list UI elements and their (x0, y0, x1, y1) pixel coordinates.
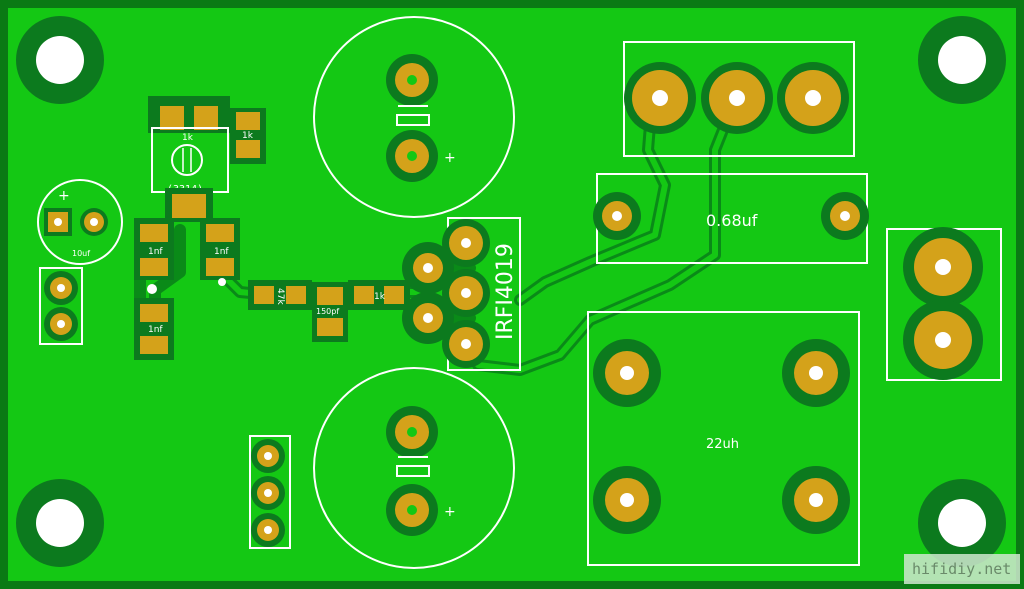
cap-150pf: 150pf (312, 282, 348, 342)
watermark-box (904, 554, 1020, 584)
cap-top-plus: + (444, 150, 456, 166)
mosfet-irfi4019: IRFI4019 (402, 217, 521, 371)
resistor-47k: 47k (248, 280, 312, 310)
trimmer-3314: 1k (3314) (148, 96, 230, 222)
cap-1nf-c: 1nf (134, 298, 174, 360)
resistor-1k-gate-label: 1k (374, 292, 386, 302)
cap-10uf: + 10uf (37, 179, 123, 265)
cap-150pf-label: 150pf (316, 307, 339, 316)
mounting-holes (16, 16, 1006, 567)
resistor-1k-side: 1k (230, 108, 266, 164)
terminal-2pin (886, 227, 1002, 381)
electrolytic-cap-bottom: + (313, 367, 515, 569)
watermark: hifidiy.net (912, 560, 1011, 578)
cap-1nf-a-label: 1nf (148, 247, 163, 257)
film-cap-068uf: 0.68uf (593, 173, 869, 264)
electrolytic-cap-top: + (313, 16, 515, 218)
cap-1nf-b: 1nf (200, 218, 240, 280)
trimmer-1k-label: 1k (182, 133, 194, 143)
cap-10uf-label: 10uf (72, 249, 90, 258)
inductor-22uh: 22uh (587, 311, 860, 566)
terminal-3pin (623, 41, 855, 157)
header-3pin-bottom (249, 435, 291, 549)
cap-1nf-c-label: 1nf (148, 325, 163, 335)
cap-10uf-plus: + (58, 188, 70, 204)
mosfet-label: IRFI4019 (493, 243, 518, 340)
header-2pin-left (39, 267, 83, 345)
cap-068-label: 0.68uf (706, 211, 758, 230)
resistor-47k-label: 47k (275, 288, 285, 305)
cap-1nf-b-label: 1nf (214, 247, 229, 257)
cap-1nf-a: 1nf (134, 218, 174, 280)
resistor-1k-gate: 1k (348, 280, 410, 310)
inductor-label: 22uh (706, 437, 739, 452)
resistor-1k-side-label: 1k (242, 131, 254, 141)
cap-bottom-plus: + (444, 504, 456, 520)
